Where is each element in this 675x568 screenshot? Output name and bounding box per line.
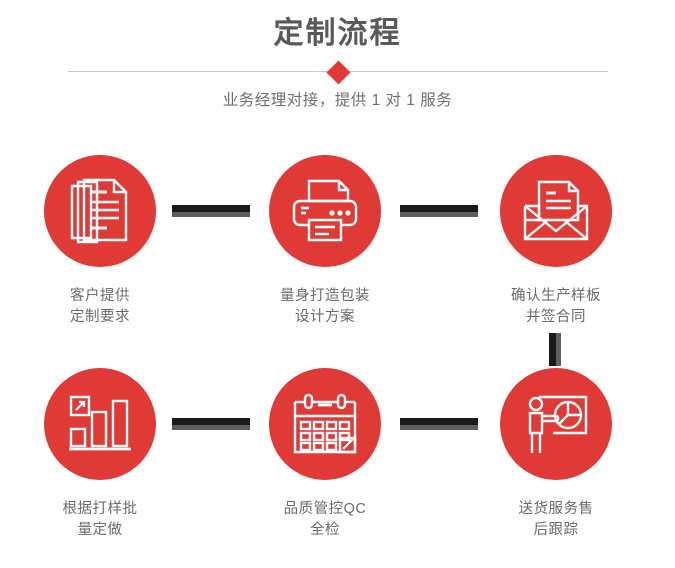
flow-row-top: 客户提供 定制要求 量身打造包装 设计方案 bbox=[0, 155, 675, 355]
connector-step4-step5 bbox=[172, 418, 250, 430]
connector-bar bbox=[400, 418, 478, 425]
connector-bar bbox=[400, 205, 478, 212]
flow-step-5[interactable]: 品质管控QC 全检 bbox=[250, 368, 400, 541]
flow-step-6[interactable]: 送货服务售 后跟踪 bbox=[481, 368, 631, 541]
flow-step-3-label: 确认生产样板 并签合同 bbox=[511, 288, 601, 325]
connector-bar bbox=[549, 333, 556, 366]
flow-step-2-circle bbox=[269, 155, 381, 267]
flow-step-2[interactable]: 量身打造包装 设计方案 bbox=[250, 155, 400, 328]
flow-step-3[interactable]: 确认生产样板 并签合同 bbox=[481, 155, 631, 328]
flow-step-1-circle bbox=[44, 155, 156, 267]
flow-step-4[interactable]: 根据打样批 量定做 bbox=[25, 368, 175, 541]
flow-step-5-circle bbox=[269, 368, 381, 480]
connector-step2-step3 bbox=[400, 205, 478, 217]
connector-shadow bbox=[556, 333, 561, 366]
flow-step-1[interactable]: 客户提供 定制要求 bbox=[25, 155, 175, 328]
flow-step-5-label: 品质管控QC 全检 bbox=[283, 501, 367, 538]
connector-shadow bbox=[172, 212, 250, 217]
connector-step5-step6 bbox=[400, 418, 478, 430]
diamond-icon bbox=[325, 59, 351, 85]
flow-step-6-circle bbox=[500, 368, 612, 480]
flow-step-2-label: 量身打造包装 设计方案 bbox=[280, 288, 370, 325]
connector-shadow bbox=[400, 425, 478, 430]
page-subtitle: 业务经理对接，提供 1 对 1 服务 bbox=[222, 92, 453, 109]
flow-step-6-label: 送货服务售 后跟踪 bbox=[518, 501, 594, 538]
flow-step-1-label: 客户提供 定制要求 bbox=[70, 288, 130, 325]
header: 定制流程 业务经理对接，提供 1 对 1 服务 bbox=[0, 0, 675, 130]
connector-shadow bbox=[172, 425, 250, 430]
connector-step3-step6 bbox=[549, 333, 561, 366]
connector-shadow bbox=[400, 212, 478, 217]
connector-bar bbox=[172, 205, 250, 212]
connector-bar bbox=[172, 418, 250, 425]
page-title: 定制流程 bbox=[273, 17, 402, 50]
flow-step-3-circle bbox=[500, 155, 612, 267]
connector-step1-step2 bbox=[172, 205, 250, 217]
flow-step-4-circle bbox=[44, 368, 156, 480]
title-divider bbox=[68, 59, 608, 85]
flow-row-bottom: 根据打样批 量定做 bbox=[0, 368, 675, 568]
flow-step-4-label: 根据打样批 量定做 bbox=[62, 501, 138, 538]
